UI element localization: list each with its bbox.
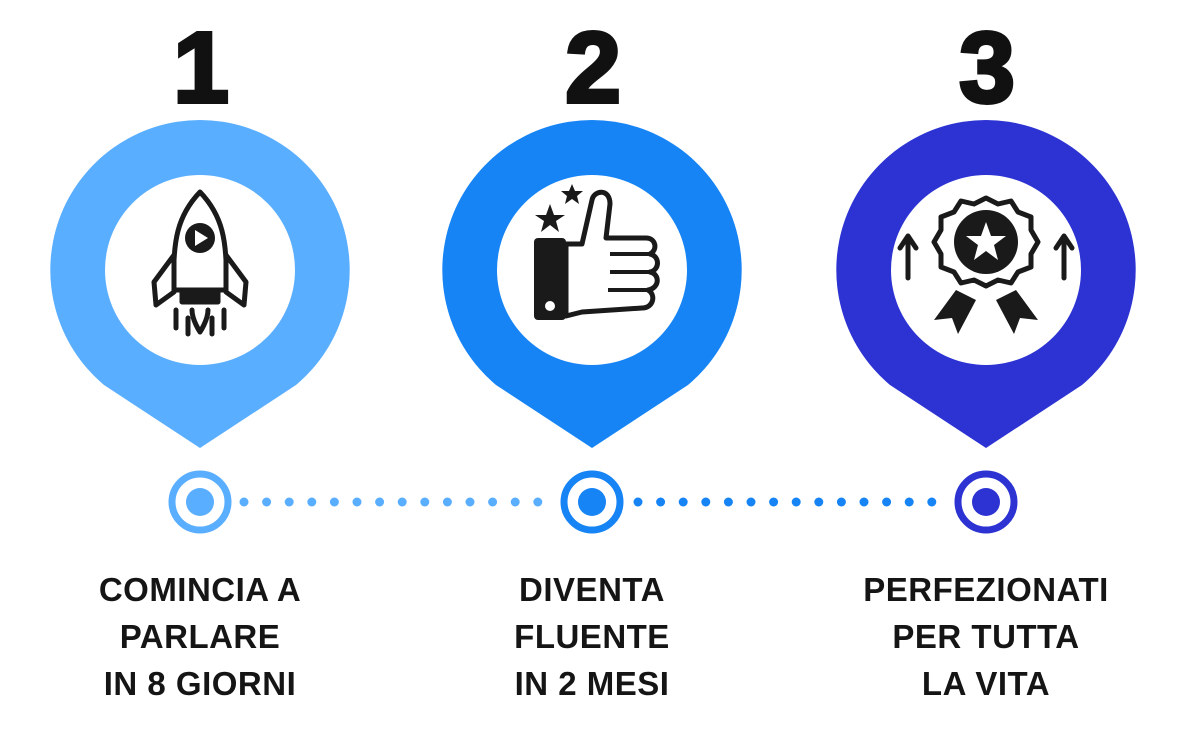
connector-dot xyxy=(375,497,385,507)
caption-line: IN 2 MESI xyxy=(514,665,670,702)
connector-dot xyxy=(262,497,272,507)
caption-line: PERFEZIONATI xyxy=(863,571,1109,608)
timeline-node xyxy=(954,470,1018,534)
connector-dot xyxy=(836,497,846,507)
connector-dot xyxy=(746,497,756,507)
connector-dot xyxy=(656,497,666,507)
connector-dot xyxy=(329,497,339,507)
timeline-node xyxy=(168,470,232,534)
pin-marker xyxy=(50,120,350,450)
connector-dot xyxy=(284,497,294,507)
connector-dot xyxy=(927,497,937,507)
connector-dot xyxy=(633,497,643,507)
pin-marker xyxy=(836,120,1136,450)
caption-line: DIVENTA xyxy=(519,571,665,608)
pin-marker xyxy=(442,120,742,450)
connector-dot xyxy=(791,497,801,507)
connector-dot xyxy=(723,497,733,507)
step-number: 1 xyxy=(171,12,231,124)
award-badge-icon xyxy=(897,195,1075,334)
connector-dot xyxy=(420,497,430,507)
caption-line: COMINCIA A xyxy=(98,571,302,608)
rocket-icon xyxy=(151,189,249,337)
caption-line: PER TUTTA xyxy=(892,618,1080,655)
caption-line: FLUENTE xyxy=(514,618,670,655)
connector-dot xyxy=(678,497,688,507)
connector-dot xyxy=(352,497,362,507)
step-caption: DIVENTA FLUENTE IN 2 MESI xyxy=(412,566,772,707)
dotted-connector xyxy=(239,497,543,507)
step-number: 2 xyxy=(563,12,623,124)
step-2: 2 DIVENTA FLUENTE IN 2 MESI xyxy=(412,0,772,738)
step-caption: PERFEZIONATI PER TUTTA LA VITA xyxy=(806,566,1166,707)
dotted-connector xyxy=(633,497,937,507)
thumbs-up-stars-icon xyxy=(534,184,660,320)
step-caption: COMINCIA A PARLARE IN 8 GIORNI xyxy=(20,566,380,707)
connector-dot xyxy=(510,497,520,507)
connector-dot xyxy=(442,497,452,507)
connector-dot xyxy=(239,497,249,507)
step-1: 1 COMINCIA A PARLARE IN 8 GIORNI xyxy=(20,0,380,738)
connector-dot xyxy=(769,497,779,507)
connector-dot xyxy=(882,497,892,507)
connector-dot xyxy=(307,497,317,507)
connector-dot xyxy=(859,497,869,507)
connector-dot xyxy=(814,497,824,507)
caption-line: LA VITA xyxy=(921,665,1051,702)
connector-dot xyxy=(488,497,498,507)
connector-dot xyxy=(701,497,711,507)
step-number: 3 xyxy=(957,12,1017,124)
caption-line: PARLARE xyxy=(119,618,281,655)
connector-dot xyxy=(397,497,407,507)
connector-dot xyxy=(465,497,475,507)
connector-dot xyxy=(533,497,543,507)
step-3: 3 PERFEZIONATI PER TUTTA LA VITA xyxy=(806,0,1166,738)
timeline-node xyxy=(560,470,624,534)
connector-dot xyxy=(904,497,914,507)
caption-line: IN 8 GIORNI xyxy=(103,665,297,702)
